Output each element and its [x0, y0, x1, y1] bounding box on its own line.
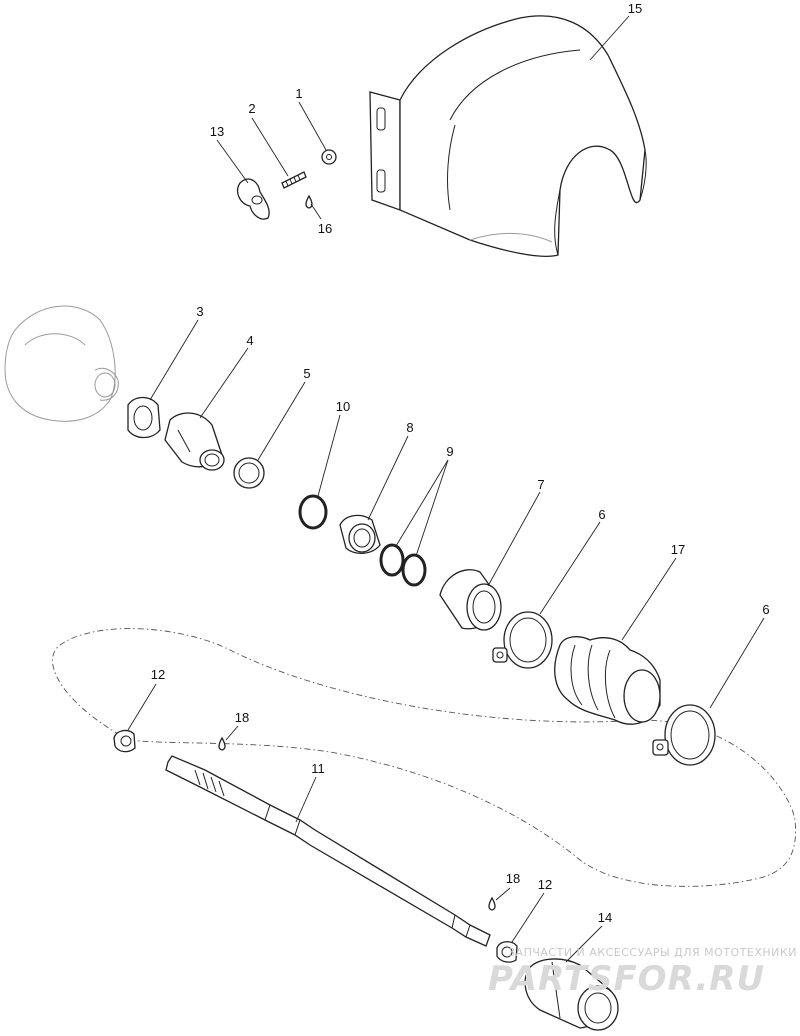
callout-8: 8 [406, 420, 413, 435]
part-17-bellows-boot [554, 636, 661, 725]
callout-11: 11 [311, 761, 325, 776]
part-18-drop-icon-b [488, 896, 496, 911]
engine-outline [4, 305, 119, 422]
part-18-drop-icon-a [218, 736, 226, 751]
callout-18a: 18 [235, 710, 249, 725]
callout-4: 4 [246, 333, 253, 348]
part-8-bushing [339, 514, 381, 554]
part-12-nut-a [113, 729, 136, 753]
callout-1: 1 [295, 86, 302, 101]
part-6-clamp-b [652, 704, 716, 766]
callout-18b: 18 [506, 871, 520, 886]
group-boundary-dashed [52, 628, 797, 887]
callout-6a: 6 [598, 507, 605, 522]
part-3-adapter-ring [127, 396, 161, 439]
part-9-o-rings [379, 543, 427, 587]
callout-16: 16 [318, 221, 332, 236]
part-2-stud [281, 171, 307, 189]
callout-10: 10 [336, 399, 350, 414]
callout-17: 17 [671, 542, 685, 557]
part-1-washer [321, 149, 337, 165]
part-12-nut-b [496, 941, 518, 963]
callout-15: 15 [628, 1, 642, 16]
callout-7: 7 [537, 477, 544, 492]
callout-9: 9 [446, 444, 453, 459]
callout-6b: 6 [762, 602, 769, 617]
part-4-bearing-housing [164, 412, 225, 471]
callout-2: 2 [248, 101, 255, 116]
watermark-tagline: ЗАПЧАСТИ И АКСЕССУАРЫ ДЛЯ МОТОТЕХНИКИ [508, 946, 797, 959]
callout-13: 13 [210, 124, 224, 139]
part-14-coupler [524, 958, 619, 1031]
leader-lines [127, 15, 765, 963]
part-11-drive-shaft [165, 755, 491, 947]
part-16-drop-icon [305, 194, 313, 209]
watermark-logo: PARTSFOR.RU [488, 959, 765, 999]
part-5-seal-ring [233, 457, 265, 489]
callout-12b: 12 [538, 877, 552, 892]
part-15-cover [369, 15, 647, 257]
part-10-o-ring [298, 494, 328, 530]
part-6-clamp-a [492, 611, 553, 669]
callout-3: 3 [196, 304, 203, 319]
callout-14: 14 [598, 910, 612, 925]
callout-5: 5 [303, 366, 310, 381]
part-7-sleeve [439, 569, 502, 631]
callout-12a: 12 [151, 667, 165, 682]
part-13-wing-nut [236, 178, 270, 220]
